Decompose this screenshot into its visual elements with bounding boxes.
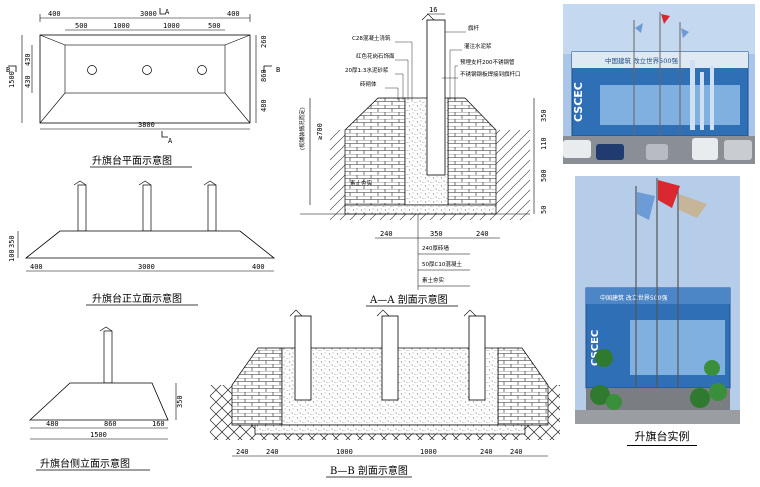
plan-title: 升旗台平面示意图 xyxy=(92,154,172,167)
aa-left-note: (视铺装情况而定) xyxy=(298,107,306,150)
aa-dim-right-2: 110 xyxy=(540,137,548,150)
plan-dim-left-total: 1500 xyxy=(8,71,16,88)
plan-section-a-top: A xyxy=(165,8,170,16)
aa-label-8: 不锈钢钢板焊接到旗杆口 xyxy=(460,70,521,78)
plan-section-a-bottom: A xyxy=(168,137,173,145)
aa-soil: 素土夯实 xyxy=(350,179,373,187)
section-bb: 240 240 1000 1000 240 240 B—B 剖面示意图 xyxy=(210,309,560,478)
photo-bottom: 中国建筑 改立世界500强 CSCEC xyxy=(575,176,740,424)
aa-dim-top: 16 xyxy=(429,6,437,14)
aa-label-3: 20厚1:3水泥砂浆 xyxy=(345,66,389,74)
plan-view: 400 3000 400 500 1000 1000 500 A 1500 43… xyxy=(6,8,280,168)
aa-layer-3: 素土夯实 xyxy=(422,276,445,284)
front-elevation: 100 350 400 3000 400 升旗台正立面示意图 xyxy=(8,180,276,306)
photo-caption: 升旗台实例 xyxy=(592,428,732,446)
side-dim-bottom-2: 860 xyxy=(104,420,117,428)
aa-layer-1: 240厚砖墙 xyxy=(422,244,449,252)
side-dim-total: 1500 xyxy=(90,431,107,439)
aa-label-7: 预埋支杆200不锈钢管 xyxy=(460,58,515,66)
photo-bottom-billboard-text: 中国建筑 改立世界500强 xyxy=(600,294,667,302)
plan-dim-top2-4: 500 xyxy=(208,22,221,30)
aa-label-6: 灌注水泥浆 xyxy=(464,42,492,50)
side-dim-bottom-3: 160 xyxy=(152,420,165,428)
plan-section-b-right: B xyxy=(276,66,280,74)
aa-layer-2: 50厚C10混凝土 xyxy=(422,260,462,268)
front-dim-bottom-1: 400 xyxy=(30,263,43,271)
aa-label-1: C28混凝土浇筑 xyxy=(352,34,391,42)
aa-dim-bottom-3: 240 xyxy=(476,230,489,238)
plan-dim-top2-1: 500 xyxy=(75,22,88,30)
aa-dim-left: ≥700 xyxy=(316,123,324,140)
bb-title: B—B 剖面示意图 xyxy=(330,464,408,477)
plan-dim-top2-2: 1000 xyxy=(113,22,130,30)
aa-dim-right-1: 350 xyxy=(540,109,548,122)
plan-section-b-left: B xyxy=(6,66,10,74)
bb-dim-6: 240 xyxy=(510,448,523,456)
front-dim-left-1: 100 xyxy=(8,249,16,262)
photo-top-billboard-side: CSCEC xyxy=(572,82,585,122)
aa-dim-bottom-2: 350 xyxy=(430,230,443,238)
front-title: 升旗台正立面示意图 xyxy=(92,292,182,305)
aa-label-5: 旗杆 xyxy=(468,24,480,32)
plan-dim-right-2: 860 xyxy=(260,69,268,82)
aa-label-2: 红色花岗石饰面 xyxy=(356,52,395,60)
plan-dim-left-1: 430 xyxy=(24,53,32,66)
bb-dim-3: 1000 xyxy=(336,448,353,456)
bb-dim-4: 1000 xyxy=(420,448,437,456)
photo-top-billboard-text: 中国建筑 改立世界500强 xyxy=(605,56,678,65)
plan-dim-top-2: 3000 xyxy=(140,10,157,18)
side-dim-bottom-1: 480 xyxy=(46,420,59,428)
front-dim-bottom-2: 3000 xyxy=(138,263,155,271)
plan-dim-right-3: 480 xyxy=(260,99,268,112)
aa-dim-right-3: 500 xyxy=(540,169,548,182)
side-title: 升旗台侧立面示意图 xyxy=(40,457,130,470)
side-elevation: 350 480 860 160 1500 升旗台侧立面示意图 xyxy=(28,326,184,471)
aa-title: A—A 剖面示意图 xyxy=(369,293,448,306)
photo-bottom-billboard-side: CSCEC xyxy=(590,330,601,366)
plan-dim-right-1: 260 xyxy=(260,35,268,48)
side-dim-right: 350 xyxy=(176,395,184,408)
plan-dim-bottom: 3800 xyxy=(138,121,155,129)
section-aa: 16 C28混凝土浇筑 红色花岗石饰面 20厚1:3水泥砂浆 砖砌体 旗杆 灌注… xyxy=(298,6,548,307)
front-dim-left-2: 350 xyxy=(8,235,16,248)
aa-label-4: 砖砌体 xyxy=(360,80,377,88)
plan-dim-top-1: 400 xyxy=(48,10,61,18)
bb-dim-5: 240 xyxy=(480,448,493,456)
bb-dim-1: 240 xyxy=(236,448,249,456)
plan-dim-top2-3: 1000 xyxy=(163,22,180,30)
front-dim-bottom-3: 400 xyxy=(252,263,265,271)
plan-dim-top-3: 400 xyxy=(227,10,240,18)
aa-dim-bottom-1: 240 xyxy=(380,230,393,238)
bb-dim-2: 240 xyxy=(266,448,279,456)
photo-top: 中国建筑 改立世界500强 CSCEC xyxy=(563,4,755,164)
plan-dim-left-2: 430 xyxy=(24,75,32,88)
aa-dim-right-4: 50 xyxy=(540,206,548,214)
